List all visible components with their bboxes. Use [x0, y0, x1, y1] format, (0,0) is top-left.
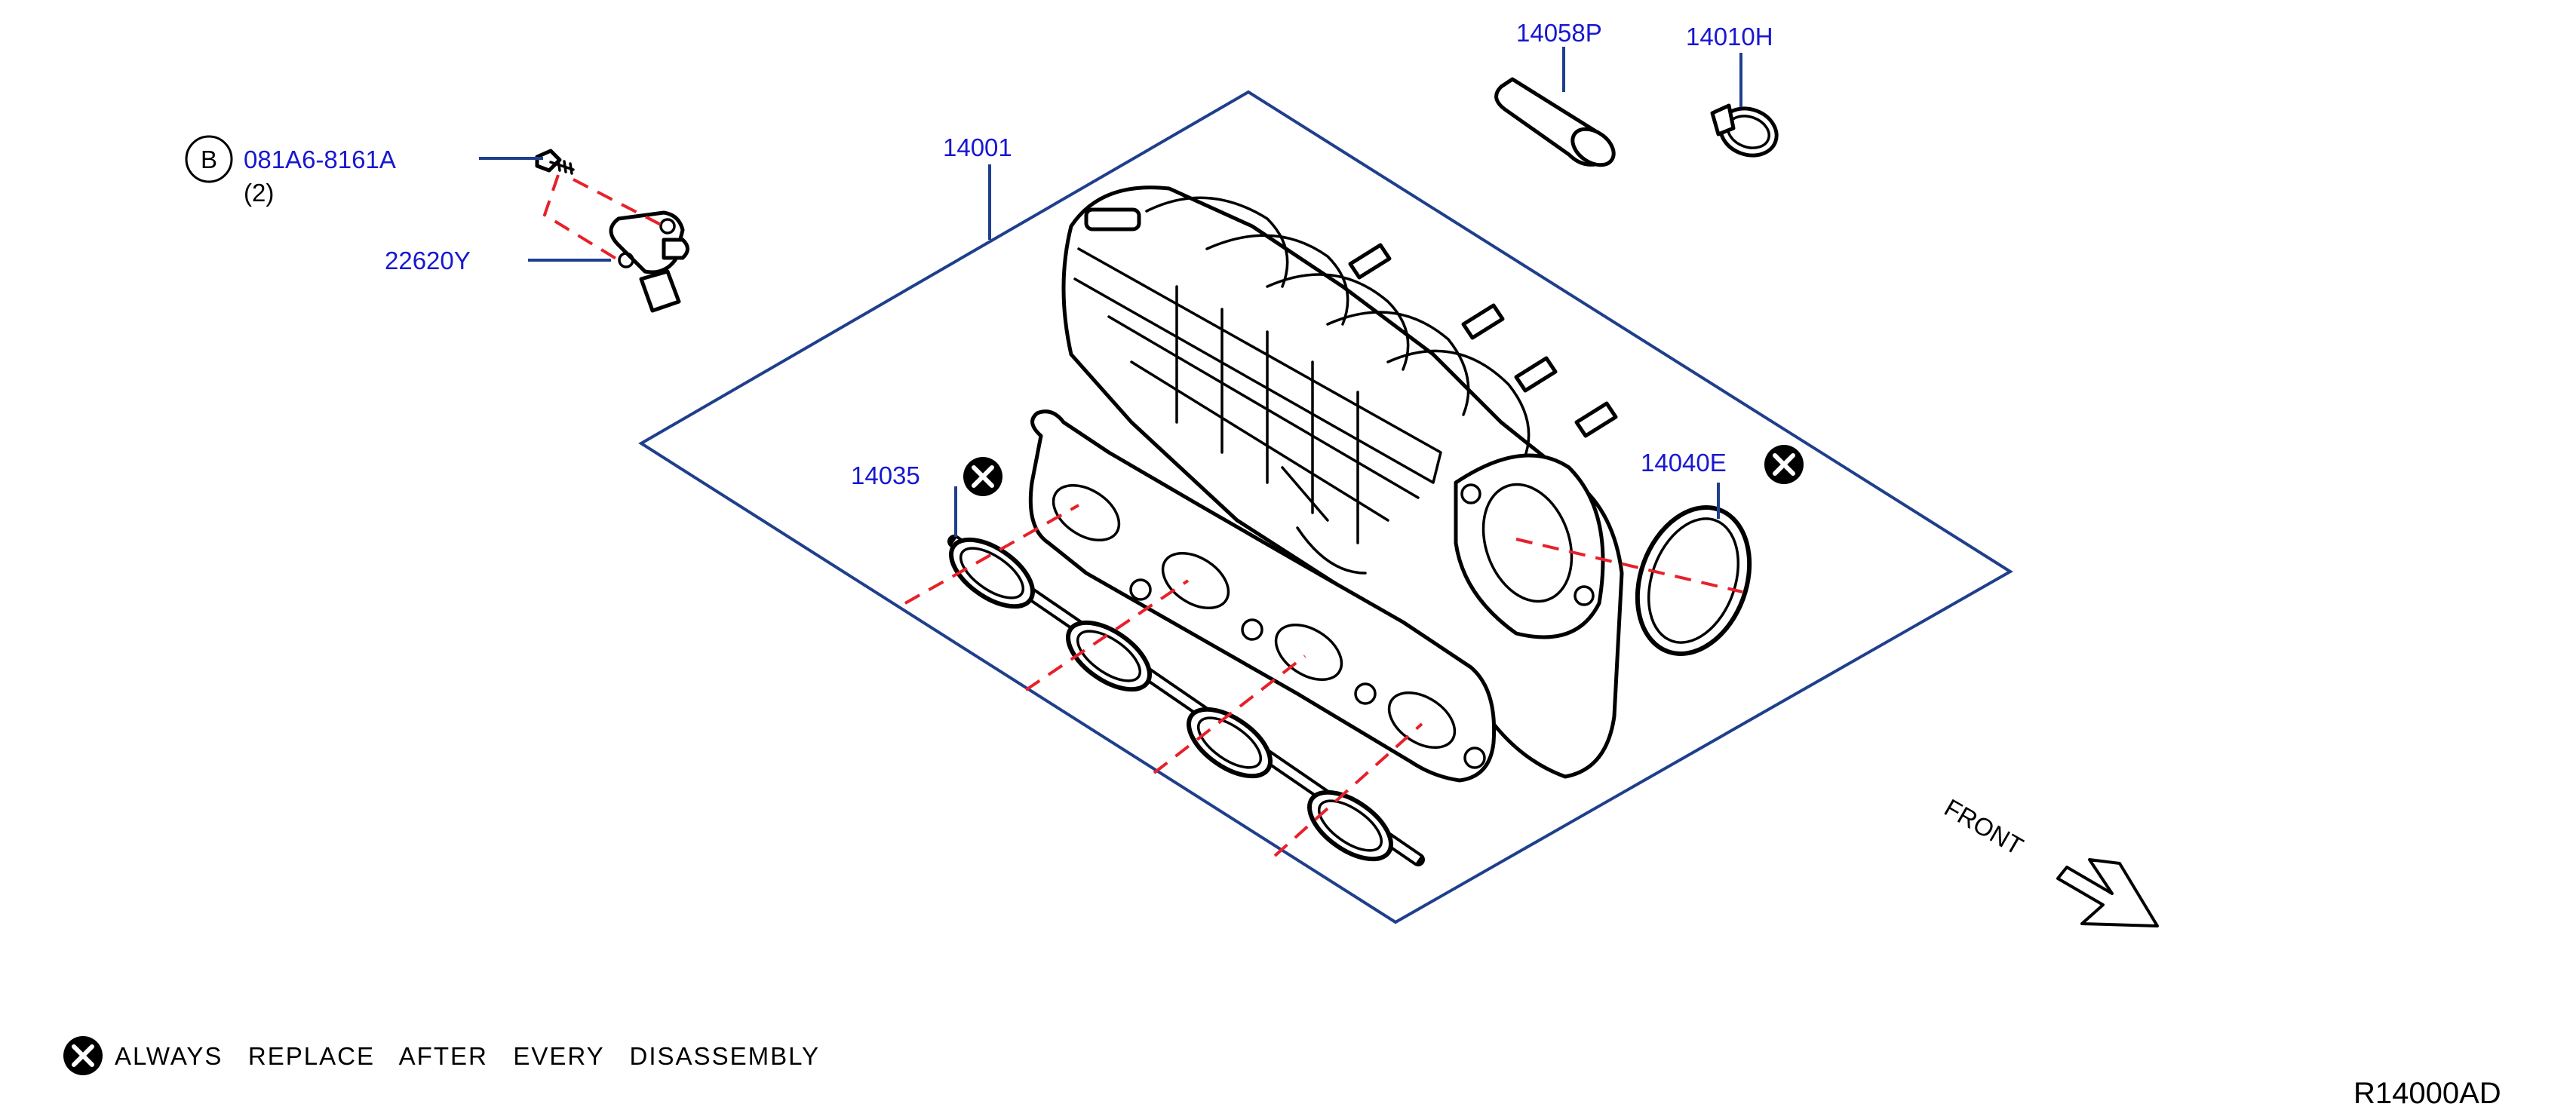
intake-manifold — [1061, 185, 1624, 779]
replace-marker-seal — [1764, 445, 1804, 484]
reference-code: R14000AD — [2353, 1077, 2501, 1110]
sensor — [609, 210, 689, 313]
legend: ALWAYS REPLACE AFTER EVERY DISASSEMBLY — [63, 1036, 820, 1075]
leader-lines — [479, 47, 1742, 537]
seal-label: 14040E — [1641, 449, 1727, 477]
front-label: FRONT — [1940, 793, 2028, 860]
bolt-callout: B 081A6-8161A (2) — [185, 135, 396, 207]
gasket-label: 14035 — [851, 461, 920, 489]
replace-marker-gasket — [963, 457, 1002, 496]
hose-clamp — [1710, 103, 1779, 158]
bolt — [535, 149, 575, 175]
bolt-dashed-lines — [542, 174, 665, 262]
gasket-dashed-lines — [904, 504, 1423, 857]
manifold-flange — [1028, 409, 1497, 783]
hose — [1494, 77, 1616, 167]
legend-text: ALWAYS REPLACE AFTER EVERY DISASSEMBLY — [115, 1042, 820, 1070]
hose-label: 14058P — [1516, 19, 1602, 47]
bolt-callout-circle — [185, 135, 233, 183]
assembly-frame — [638, 90, 2013, 924]
bolt-label: 081A6-8161A — [244, 146, 396, 173]
manifold-label: 14001 — [943, 133, 1012, 161]
clamp-label: 14010H — [1686, 23, 1773, 51]
front-arrow-icon — [2056, 858, 2159, 927]
intake-gasket — [947, 535, 1425, 866]
bolt-callout-letter: B — [201, 146, 217, 173]
bolt-qty: (2) — [244, 179, 274, 207]
sensor-label: 22620Y — [385, 247, 471, 274]
